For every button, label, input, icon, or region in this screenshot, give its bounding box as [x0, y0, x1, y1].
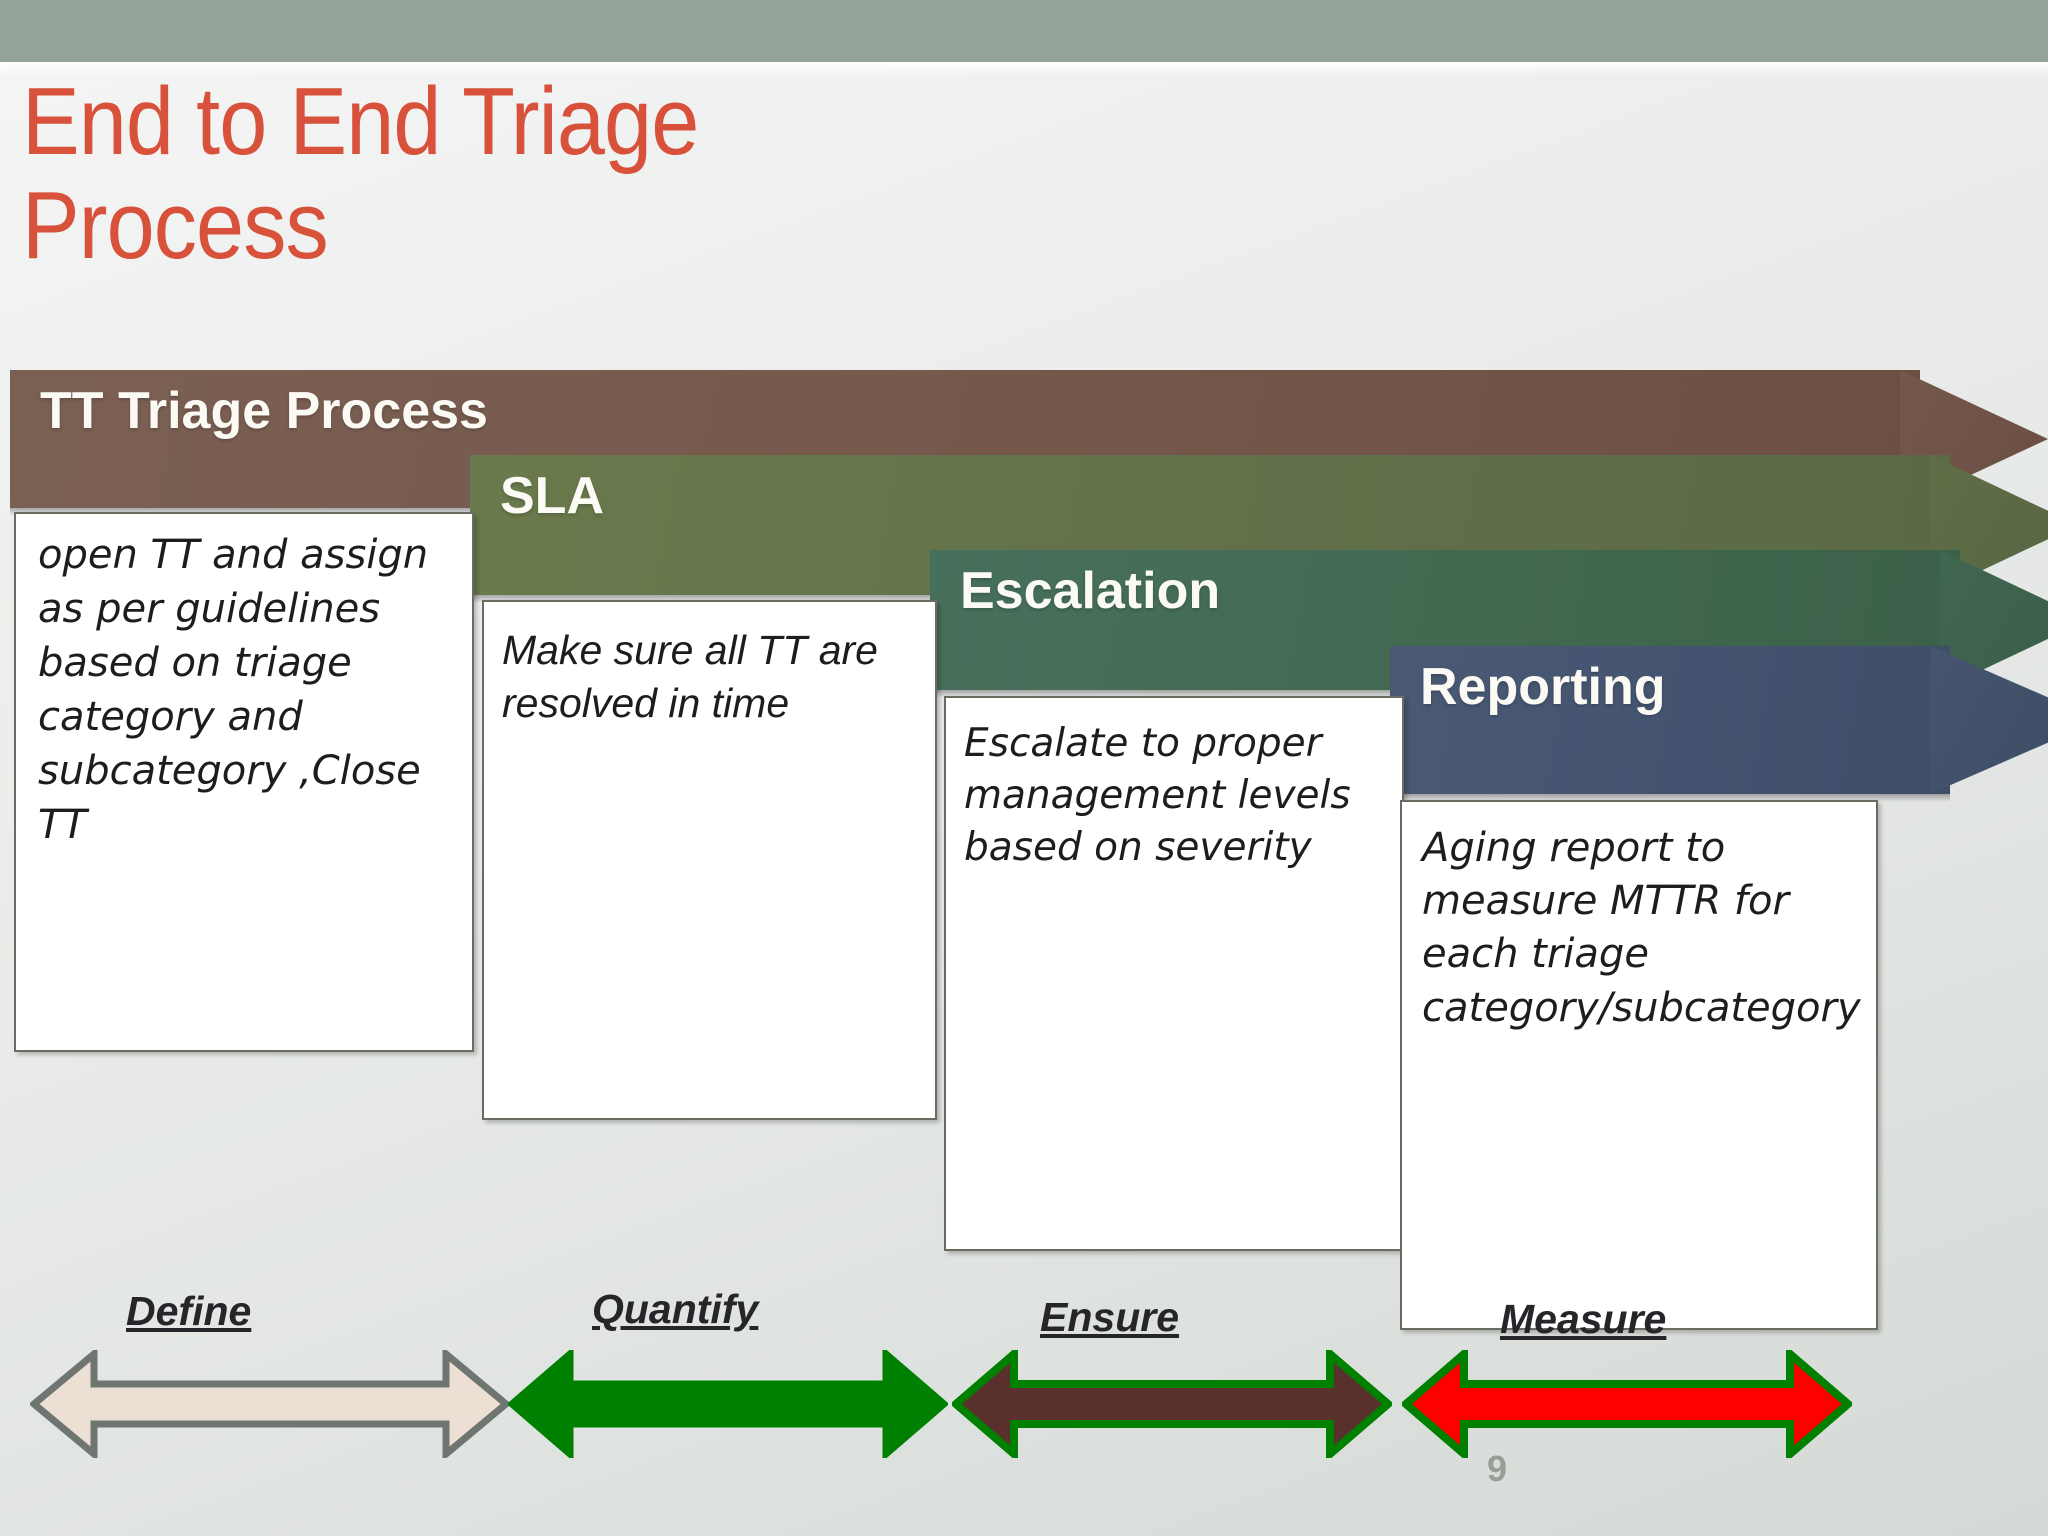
bottom-double-arrow-define: [30, 1350, 510, 1458]
stage-description-box-reporting: Aging report to measure MTTR for each tr…: [1400, 800, 1878, 1330]
stage-description-box-escalation: Escalate to proper management levels bas…: [944, 696, 1404, 1251]
bottom-arrow-label-define: Define: [126, 1288, 252, 1334]
stage-description-text: Aging report to measure MTTR for each tr…: [1422, 825, 1861, 1031]
stage-description-text: open TT and assign as per guidelines bas…: [38, 532, 429, 848]
bottom-arrow-label-quantify: Quantify: [592, 1286, 759, 1332]
double-arrow-icon: [30, 1350, 510, 1458]
top-bar-sheen: [0, 62, 2048, 76]
bottom-double-arrow-ensure: [952, 1350, 1392, 1458]
band-body: Reporting: [1390, 646, 1950, 802]
page-title-line2: Process: [22, 172, 329, 279]
double-arrow-icon: [1402, 1350, 1852, 1458]
stage-band-label: SLA: [500, 467, 604, 525]
stage-band-label: Escalation: [960, 562, 1221, 620]
band-shadow: [1390, 794, 1950, 802]
page-title: End to End Triage Process: [22, 74, 1012, 274]
bottom-arrow-label-ensure: Ensure: [1040, 1294, 1179, 1340]
page-title-line1: End to End Triage: [22, 68, 699, 175]
stage-band-label: Reporting: [1420, 658, 1666, 716]
stage-description-box-sla: Make sure all TT are resolved in time: [482, 600, 937, 1120]
bottom-double-arrow-quantify: [508, 1350, 948, 1458]
stage-description-box-tt-triage-process: open TT and assign as per guidelines bas…: [14, 512, 474, 1052]
page-number: 9: [1487, 1448, 1508, 1489]
stage-description-text: Escalate to proper management levels bas…: [964, 721, 1351, 870]
stage-description-text: Make sure all TT are resolved in time: [502, 627, 878, 727]
double-arrow-icon: [952, 1350, 1392, 1458]
bottom-arrow-label-measure: Measure: [1500, 1296, 1667, 1342]
top-decoration-bar: [0, 0, 2048, 62]
chevron-head-icon: [1930, 646, 2048, 794]
stage-band-reporting: Reporting: [1390, 646, 2048, 802]
double-arrow-icon: [508, 1350, 948, 1458]
stage-band-label: TT Triage Process: [40, 382, 488, 440]
bottom-double-arrow-measure: [1402, 1350, 1852, 1458]
